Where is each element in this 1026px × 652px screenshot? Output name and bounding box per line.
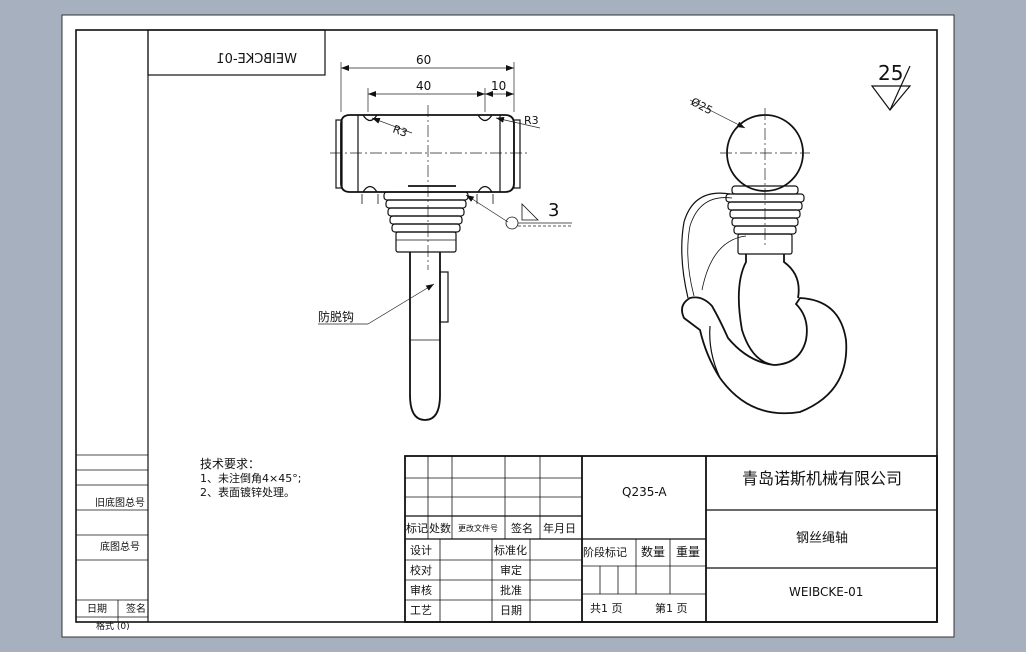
sign-approve-label: 批准 <box>500 583 522 597</box>
rev-header-mark: 标记 <box>406 521 428 535</box>
base-drawing-no-label: 底图总号 <box>100 540 140 553</box>
dim-inner-text: 40 <box>416 79 431 93</box>
stage-label: 阶段标记 <box>583 545 627 559</box>
roughness-value: 25 <box>878 61 903 85</box>
tech-req-item-2: 2、表面镀锌处理。 <box>200 485 295 499</box>
sign-review-label: 审核 <box>410 583 432 597</box>
weld-size-text: 3 <box>548 200 559 221</box>
strip-sign-label: 签名 <box>126 602 146 615</box>
latch-wire <box>681 192 731 299</box>
sign-standard-label: 标准化 <box>494 543 527 557</box>
code-stamp-text: WEIBCKE-01 <box>216 52 297 67</box>
dim-overall-text: 60 <box>416 53 431 67</box>
front-view: 60 40 10 R3 R3 3 <box>318 53 572 421</box>
drawing-number: WEIBCKE-01 <box>789 585 863 599</box>
tech-req-heading: 技术要求： <box>200 457 260 471</box>
rev-header-count: 处数 <box>429 522 451 535</box>
code-stamp-box: WEIBCKE-01 <box>147 29 326 76</box>
material-text: Q235-A <box>622 485 667 499</box>
quantity-label: 数量 <box>641 544 665 559</box>
dim-end: 10 <box>485 79 514 97</box>
groove-left-bottom <box>362 185 378 193</box>
groove-right-bottom <box>477 185 493 193</box>
hook-shank <box>409 252 441 421</box>
dim-overall: 60 <box>340 53 515 112</box>
rev-header-date: 年月日 <box>543 521 576 535</box>
drawing-sheet <box>61 14 955 638</box>
weld-symbol: 3 <box>465 194 572 230</box>
groove-right-top <box>477 114 493 122</box>
safety-latch <box>439 271 449 323</box>
sign-date-label: 日期 <box>500 604 522 617</box>
tech-requirements: 技术要求： 1、未注倒角4×45°; 2、表面镀锌处理。 <box>200 457 301 499</box>
radius-left-text: R3 <box>391 123 409 140</box>
side-view: Ø25 <box>681 95 848 415</box>
sign-verify-label: 审定 <box>500 563 522 577</box>
weight-label: 重量 <box>676 545 700 559</box>
radius-right-text: R3 <box>524 114 539 127</box>
sign-check-label: 校对 <box>410 563 432 577</box>
old-base-drawing-no-label: 旧底图总号 <box>95 496 145 509</box>
dim-end-text: 10 <box>491 79 506 93</box>
rev-header-doc: 更改文件号 <box>458 523 498 533</box>
sign-design-label: 设计 <box>410 544 432 557</box>
total-pages-text: 共1 页 <box>590 602 623 615</box>
roughness-symbol: 25 <box>870 61 912 111</box>
crane-hook <box>681 254 848 415</box>
tech-req-item-1: 1、未注倒角4×45°; <box>200 471 301 485</box>
dim-inner: 40 <box>367 79 486 112</box>
left-binding-strip: 旧底图总号 底图总号 日期 签名 格式 (0) <box>76 30 149 632</box>
company-name: 青岛诺斯机械有限公司 <box>742 469 902 488</box>
part-name: 钢丝绳轴 <box>796 531 848 546</box>
strip-format-label: 格式 (0) <box>96 620 130 632</box>
groove-left-top <box>362 114 378 122</box>
anti-drop-hook-label: 防脱钩 <box>318 309 354 324</box>
rev-header-sign: 签名 <box>511 521 533 535</box>
sign-process-label: 工艺 <box>410 604 432 617</box>
strip-date-label: 日期 <box>87 603 107 615</box>
page-number-text: 第1 页 <box>655 601 688 615</box>
title-block: 标记 处数 更改文件号 签名 年月日 设计 标准化 校对 审定 审核 批准 工艺… <box>404 455 938 623</box>
anti-drop-hook-callout: 防脱钩 <box>318 283 435 325</box>
